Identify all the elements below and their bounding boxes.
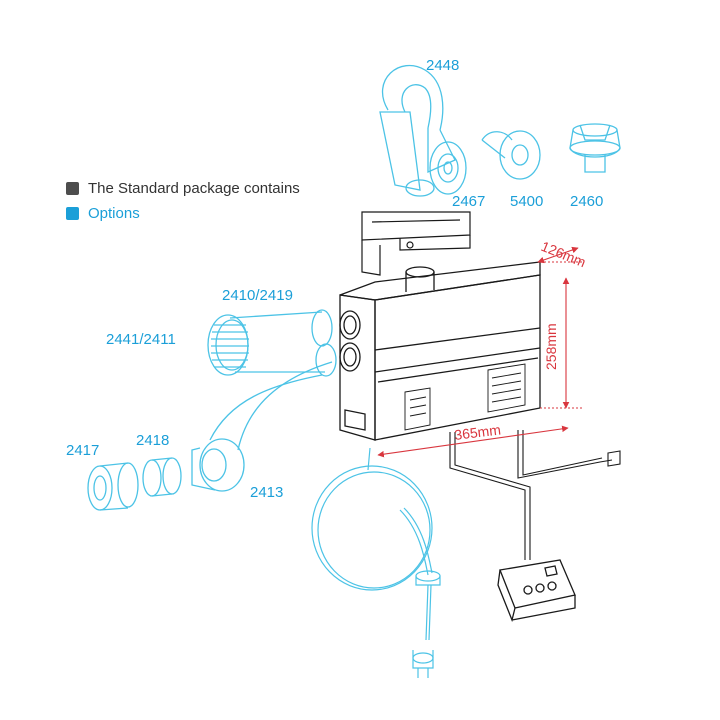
label-2467: 2467 (452, 193, 485, 210)
label-2413: 2413 (250, 484, 283, 501)
dimension-depth-label: 126mm (539, 238, 588, 270)
air-intake-duct (229, 309, 337, 377)
end-cap-2417 (87, 462, 139, 511)
connector-2418 (142, 457, 182, 497)
heater-unit (339, 261, 541, 441)
label-2448: 2448 (426, 57, 459, 74)
standard-swatch-icon (66, 182, 79, 195)
mounting-bracket (361, 211, 471, 276)
legend-standard-label: The Standard package contains (88, 180, 300, 197)
intake-grill-2441 (207, 314, 249, 376)
control-cable (449, 430, 621, 560)
vent-5400 (481, 130, 541, 180)
label-2410-2419: 2410/2419 (222, 287, 293, 304)
vent-2460 (569, 123, 621, 173)
label-2441-2411: 2441/2411 (106, 331, 176, 348)
dimension-height-label: 258mm (543, 323, 559, 370)
legend-options-label: Options (88, 205, 140, 222)
options-swatch-icon (66, 207, 79, 220)
legend-options: Options (66, 205, 140, 222)
label-5400: 5400 (510, 193, 543, 210)
control-panel (497, 559, 576, 623)
fuel-line-coil (311, 447, 441, 678)
curved-duct-2413 (191, 361, 333, 492)
label-2417: 2417 (66, 442, 99, 459)
legend-standard: The Standard package contains (66, 180, 300, 197)
elbow-duct-2448 (379, 64, 467, 197)
label-2418: 2418 (136, 432, 169, 449)
label-2460: 2460 (570, 193, 603, 210)
dimension-lines (377, 246, 582, 458)
dimension-width-label: 365mm (453, 421, 501, 443)
